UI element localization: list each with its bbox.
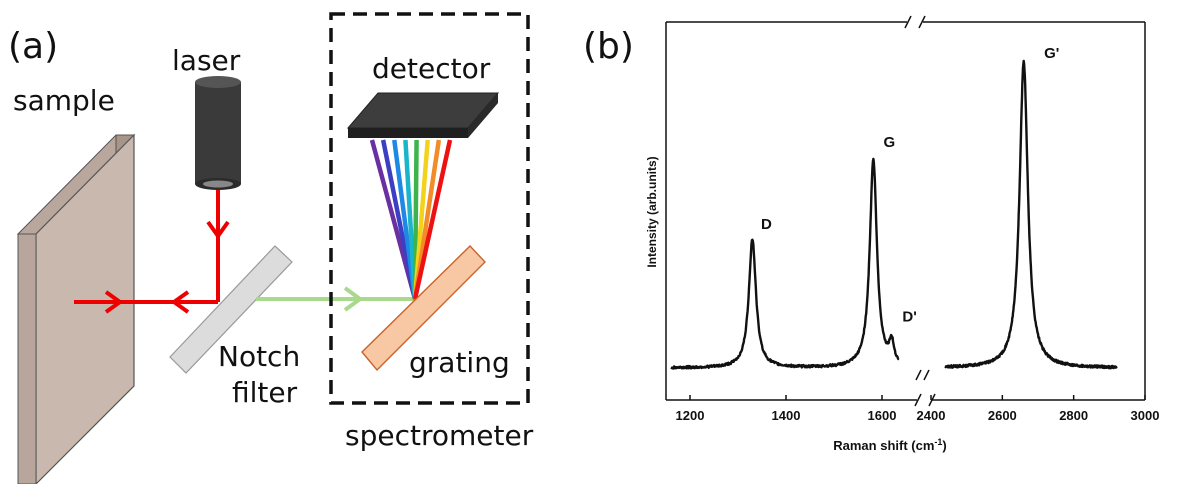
x-tick-label: 2400 bbox=[917, 408, 946, 423]
x-tick-label: 1200 bbox=[676, 408, 705, 423]
panel-b: (b) 1200 1400 1600 2400 2600 2800 3000 Raman s… bbox=[583, 15, 1160, 453]
notch-filter-label-line2: filter bbox=[232, 376, 298, 409]
sample-label: sample bbox=[13, 84, 115, 117]
panel-a-label: (a) bbox=[8, 26, 58, 67]
peak-labels: D G D' G' bbox=[761, 45, 1059, 325]
grating-label: grating bbox=[409, 346, 510, 379]
spectrum-fan bbox=[369, 139, 453, 300]
x-ticks: 1200 1400 1600 2400 2600 2800 3000 bbox=[676, 395, 1160, 423]
laser-head bbox=[195, 76, 241, 190]
spectrum-ray bbox=[412, 139, 453, 300]
x-axis-label: Raman shift (cm-1) bbox=[833, 437, 947, 453]
laser-label: laser bbox=[172, 44, 241, 77]
spectrum-line-left bbox=[670, 157, 900, 370]
panel-b-label: (b) bbox=[583, 26, 634, 67]
x-tick-label: 2600 bbox=[988, 408, 1017, 423]
detector bbox=[346, 92, 500, 138]
peak-label: G' bbox=[1044, 45, 1059, 62]
x-tick-label: 1400 bbox=[772, 408, 801, 423]
notch-filter bbox=[169, 245, 293, 374]
plot-frame bbox=[665, 21, 1146, 401]
y-axis-label: Intensity (arb.units) bbox=[645, 156, 659, 267]
x-tick-label: 2800 bbox=[1059, 408, 1088, 423]
x-tick-label: 3000 bbox=[1131, 408, 1160, 423]
peak-label: G bbox=[884, 134, 896, 151]
sample-slab bbox=[16, 133, 136, 484]
x-tick-label: 1600 bbox=[868, 408, 897, 423]
peak-label: D bbox=[761, 216, 772, 233]
spectrometer-box bbox=[329, 12, 530, 405]
notch-filter-label-line1: Notch bbox=[218, 340, 300, 373]
peak-label: D' bbox=[902, 308, 916, 325]
detector-label: detector bbox=[372, 52, 491, 85]
grating bbox=[361, 244, 486, 372]
laser-beam bbox=[74, 190, 230, 314]
scattered-beam bbox=[256, 286, 415, 312]
spectrum-line-right bbox=[944, 59, 1118, 370]
spectrometer-label: spectrometer bbox=[345, 419, 534, 452]
panel-a: (a) sample laser detector Notch filter g… bbox=[8, 12, 534, 484]
axis-break-marks bbox=[904, 15, 936, 407]
